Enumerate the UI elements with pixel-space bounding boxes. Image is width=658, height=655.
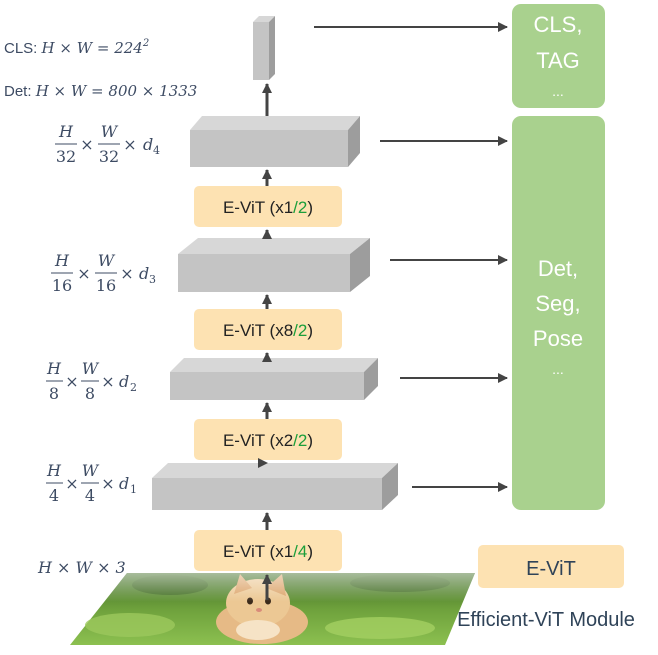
svg-text:×: × xyxy=(120,264,133,283)
svg-text:8: 8 xyxy=(49,384,59,403)
svg-text:32: 32 xyxy=(56,147,76,166)
evit-block-stage1: E-ViT (x1/4) xyxy=(194,530,342,571)
svg-text:8: 8 xyxy=(85,384,95,403)
svg-text:W: W xyxy=(82,461,100,480)
svg-text:×: × xyxy=(77,264,90,283)
svg-text:4: 4 xyxy=(153,144,160,157)
evit-block-label: E-ViT (x1/2) xyxy=(223,198,313,217)
svg-text:1: 1 xyxy=(130,483,137,496)
kitten-photo-icon xyxy=(70,573,475,645)
stage-2-dims-label: H 8 × W 8 × d 2 xyxy=(46,359,137,403)
svg-text:×: × xyxy=(101,474,114,493)
legend: E-ViT Efficient-ViT Module xyxy=(457,545,635,631)
svg-text:W: W xyxy=(101,122,119,141)
svg-text:×: × xyxy=(123,135,136,154)
svg-text:×: × xyxy=(65,474,78,493)
cls-head-line1: CLS, xyxy=(534,12,583,37)
stage-4-dims-label: H 32 × W 32 × d 4 xyxy=(55,122,160,166)
stage-3-dims-label: H 16 × W 16 × d 3 xyxy=(51,251,156,295)
svg-text:H: H xyxy=(58,122,74,141)
svg-text:×: × xyxy=(101,372,114,391)
dense-head-line3: Pose xyxy=(533,326,583,351)
svg-text:H: H xyxy=(46,461,62,480)
evit-block-label: E-ViT (x2/2) xyxy=(223,431,313,450)
dense-head-line1: Det, xyxy=(538,256,578,281)
svg-text:d: d xyxy=(143,135,153,154)
svg-text:16: 16 xyxy=(96,276,116,295)
input-dims-label: H × W × 3 xyxy=(37,558,126,577)
evit-block-stage4: E-ViT (x1/2) xyxy=(194,186,342,227)
evit-block-label: E-ViT (x1/4) xyxy=(223,542,313,561)
evit-block-label: E-ViT (x8/2) xyxy=(223,321,313,340)
stage-1-dims-label: H 4 × W 4 × d 1 xyxy=(46,461,137,505)
legend-block-swatch xyxy=(478,545,624,588)
evit-block-stage3: E-ViT (x8/2) xyxy=(194,309,342,350)
svg-text:2: 2 xyxy=(130,381,137,394)
dense-head-line2: Seg, xyxy=(535,291,580,316)
svg-text:×: × xyxy=(65,372,78,391)
legend-block-label: E-ViT xyxy=(526,558,576,580)
svg-text:W: W xyxy=(82,359,100,378)
head-arrows xyxy=(314,22,508,492)
dense-head-ellipsis: ... xyxy=(552,361,564,377)
svg-text:16: 16 xyxy=(52,276,72,295)
svg-text:d: d xyxy=(139,264,149,283)
svg-text:4: 4 xyxy=(85,486,95,505)
svg-text:×: × xyxy=(80,135,93,154)
stage-output-cls xyxy=(253,16,275,80)
stage-2-feature-map xyxy=(170,358,378,400)
svg-text:H: H xyxy=(46,359,62,378)
svg-text:4: 4 xyxy=(49,486,59,505)
svg-text:d: d xyxy=(119,372,129,391)
stage-1-feature-map xyxy=(152,463,398,510)
cls-head-ellipsis: ... xyxy=(552,83,564,99)
svg-text:d: d xyxy=(119,474,129,493)
svg-text:32: 32 xyxy=(99,147,119,166)
legend-caption: Efficient-ViT Module xyxy=(457,609,635,631)
cls-tag-head: CLS, TAG ... xyxy=(512,4,605,108)
svg-text:W: W xyxy=(98,251,116,270)
stage-4-feature-map xyxy=(190,116,360,167)
dense-prediction-head: Det, Seg, Pose ... xyxy=(512,116,605,510)
cls-resolution-label: CLS: H × W = 2242 xyxy=(4,38,149,57)
svg-text:3: 3 xyxy=(149,273,156,286)
det-resolution-label: Det: H × W = 800 × 1333 xyxy=(4,82,197,100)
stage-3-feature-map xyxy=(178,238,370,292)
evit-block-stage2: E-ViT (x2/2) xyxy=(194,419,342,460)
svg-text:H: H xyxy=(54,251,70,270)
cls-head-line2: TAG xyxy=(536,48,580,73)
